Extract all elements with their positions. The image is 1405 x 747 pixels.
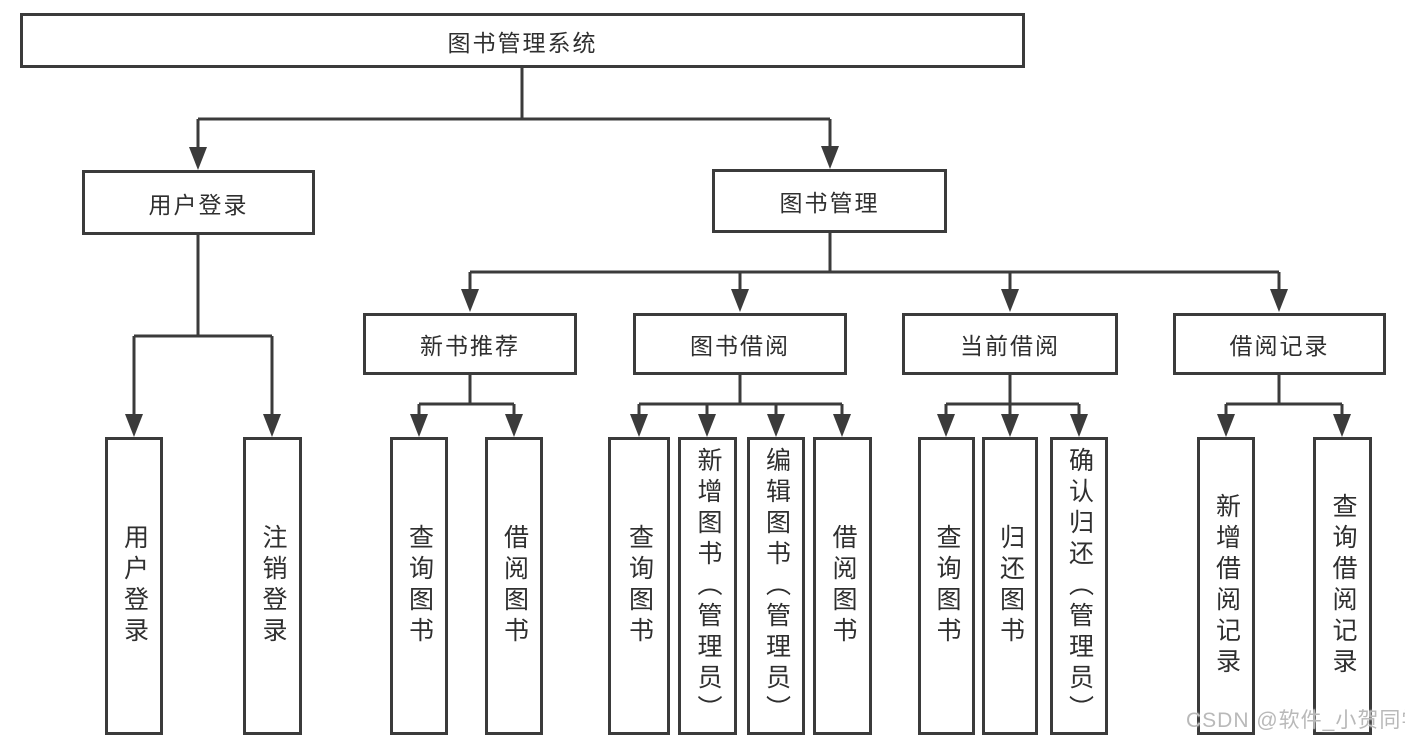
node-root-label: 图书管理系统	[447, 29, 598, 56]
node-new-book-recommendation-label: 新书推荐	[420, 333, 520, 359]
arrowheads	[125, 146, 1351, 437]
leaf-bb-add-book-admin: 新增图书（管理员）	[678, 437, 737, 735]
leaf-logout-label: 注销登录	[259, 524, 287, 648]
leaf-br-query-record: 查询借阅记录	[1313, 437, 1372, 735]
leaf-cb-confirm-return-admin: 确认归还（管理员）	[1050, 437, 1108, 735]
leaf-bb-query-books: 查询图书	[608, 437, 670, 735]
leaf-bb-add-book-admin-label: 新增图书（管理员）	[694, 446, 722, 726]
node-book-borrowing-label: 图书借阅	[690, 333, 790, 359]
leaf-user-login-label: 用户登录	[120, 524, 149, 648]
leaf-nb-query-books: 查询图书	[390, 437, 448, 735]
leaf-bb-borrow-books: 借阅图书	[813, 437, 872, 735]
leaf-bb-query-books-label: 查询图书	[625, 524, 654, 648]
leaf-br-query-record-label: 查询借阅记录	[1329, 493, 1357, 679]
node-user-login-branch: 用户登录	[82, 170, 315, 235]
leaf-bb-borrow-books-label: 借阅图书	[829, 524, 857, 648]
leaf-bb-edit-book-admin-label: 编辑图书（管理员）	[762, 446, 791, 726]
node-user-login-branch-label: 用户登录	[148, 191, 249, 218]
leaf-nb-query-books-label: 查询图书	[405, 524, 434, 648]
leaf-nb-borrow-books: 借阅图书	[485, 437, 543, 735]
node-borrowing-records: 借阅记录	[1173, 313, 1386, 375]
leaf-cb-confirm-return-admin-label: 确认归还（管理员）	[1065, 446, 1094, 726]
leaf-logout: 注销登录	[243, 437, 302, 735]
node-book-management-label: 图书管理	[779, 190, 880, 216]
leaf-bb-edit-book-admin: 编辑图书（管理员）	[747, 437, 805, 735]
leaf-cb-query-books: 查询图书	[918, 437, 975, 735]
node-root: 图书管理系统	[20, 13, 1025, 68]
leaf-cb-return-books: 归还图书	[982, 437, 1038, 735]
node-book-borrowing: 图书借阅	[633, 313, 847, 375]
leaf-user-login: 用户登录	[105, 437, 163, 735]
csdn-watermark: CSDN @软件_小贺同学	[1186, 709, 1405, 732]
node-current-borrowing-label: 当前借阅	[960, 333, 1060, 359]
leaf-br-add-record-label: 新增借阅记录	[1212, 493, 1241, 679]
leaf-cb-query-books-label: 查询图书	[933, 524, 961, 648]
leaf-nb-borrow-books-label: 借阅图书	[500, 524, 529, 648]
leaf-cb-return-books-label: 归还图书	[996, 524, 1025, 648]
node-book-management: 图书管理	[712, 169, 947, 233]
node-borrowing-records-label: 借阅记录	[1229, 333, 1330, 359]
leaf-br-add-record: 新增借阅记录	[1197, 437, 1255, 735]
node-new-book-recommendation: 新书推荐	[363, 313, 577, 375]
node-current-borrowing: 当前借阅	[902, 313, 1118, 375]
